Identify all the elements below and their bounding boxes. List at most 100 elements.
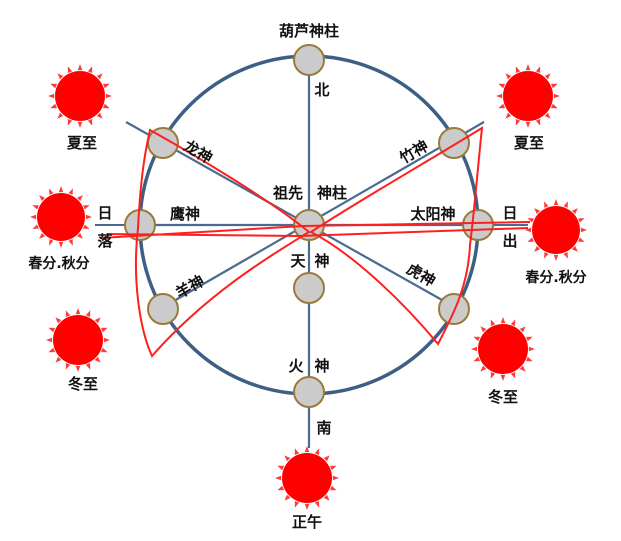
sun-ray bbox=[277, 485, 284, 491]
label-sun-god: 太阳神 bbox=[410, 205, 455, 223]
sun-ray bbox=[473, 336, 480, 342]
sun-ray bbox=[572, 208, 578, 214]
sun-ray bbox=[46, 337, 53, 343]
sun-icon-noon bbox=[275, 446, 339, 510]
sun-ray bbox=[103, 83, 110, 89]
sun-ray bbox=[553, 93, 560, 99]
sun-ray bbox=[332, 475, 339, 481]
sun-ray bbox=[65, 310, 71, 317]
sun-disc bbox=[282, 453, 332, 503]
caption-winter-left: 冬至 bbox=[68, 375, 98, 393]
sun-ray bbox=[294, 448, 300, 455]
sun-icon-equinox-left bbox=[30, 186, 92, 248]
sun-ray bbox=[471, 346, 478, 352]
sun-ray bbox=[473, 356, 480, 362]
sun-ray bbox=[101, 327, 108, 333]
sun-icon-equinox-right bbox=[525, 199, 587, 261]
sun-ray bbox=[77, 195, 83, 201]
sun-ray bbox=[526, 336, 533, 342]
sun-ray bbox=[544, 201, 549, 208]
node-sky bbox=[293, 272, 325, 304]
sun-ray bbox=[535, 119, 541, 126]
sun-ray bbox=[528, 346, 535, 352]
annotation-right-loop bbox=[309, 126, 484, 346]
sun-disc bbox=[503, 71, 553, 121]
sun-ray bbox=[96, 112, 103, 119]
sun-icon-winter-right bbox=[471, 317, 535, 381]
sun-ray bbox=[580, 227, 587, 233]
sun-connector-lines bbox=[95, 224, 528, 448]
sun-ray bbox=[103, 337, 110, 343]
sun-ray bbox=[314, 501, 320, 508]
sun-ray bbox=[563, 252, 568, 259]
sun-ray bbox=[284, 455, 291, 462]
label-fire-1: 火 bbox=[288, 357, 304, 375]
sun-ray bbox=[294, 501, 300, 508]
sun-ray bbox=[480, 326, 487, 333]
sun-ray bbox=[551, 83, 558, 89]
caption-summer-left: 夏至 bbox=[66, 134, 97, 152]
label-goat: 羊神 bbox=[173, 272, 208, 303]
sun-ray bbox=[68, 239, 73, 246]
sun-ray bbox=[519, 365, 526, 372]
sun-ray bbox=[490, 319, 496, 326]
sun-ray bbox=[68, 188, 73, 195]
sun-ray bbox=[544, 252, 549, 259]
spoke-diagonal-nw-se bbox=[125, 121, 459, 310]
caption-equinox-left: 春分.秋分 bbox=[27, 255, 89, 272]
sun-ray bbox=[519, 326, 526, 333]
sun-ray bbox=[551, 103, 558, 109]
sun-ray bbox=[77, 121, 83, 128]
sun-ray bbox=[515, 66, 521, 73]
sun-ray bbox=[48, 347, 55, 353]
sun-ray bbox=[57, 112, 64, 119]
sun-ray bbox=[304, 446, 310, 453]
label-eagle: 鹰神 bbox=[170, 205, 200, 223]
sun-ray bbox=[505, 112, 512, 119]
suns-layer bbox=[30, 64, 587, 510]
sun-ray bbox=[323, 494, 330, 501]
sun-ray bbox=[85, 214, 92, 220]
sun-ray bbox=[284, 494, 291, 501]
label-hulu-pillar: 葫芦神柱 bbox=[279, 22, 339, 40]
red-annotation-scribble bbox=[99, 126, 531, 358]
sun-ray bbox=[48, 93, 55, 99]
label-ancestor: 祖先 bbox=[272, 184, 303, 202]
sun-ray bbox=[96, 73, 103, 80]
sun-icon-summer-left bbox=[48, 64, 112, 128]
sun-ray bbox=[75, 365, 81, 372]
caption-noon: 正午 bbox=[292, 513, 322, 531]
sun-ray bbox=[510, 319, 516, 326]
sun-ray bbox=[578, 218, 585, 223]
sun-ray bbox=[534, 246, 540, 252]
sun-ray bbox=[39, 233, 45, 239]
sun-ray bbox=[314, 448, 320, 455]
sun-ray bbox=[490, 372, 496, 379]
sun-ray bbox=[527, 237, 534, 242]
sun-ray bbox=[277, 465, 284, 471]
node-fire bbox=[293, 376, 325, 408]
node-goat bbox=[147, 293, 179, 325]
sun-ray bbox=[525, 227, 532, 233]
label-sky-1: 天 bbox=[290, 252, 306, 270]
sun-ray bbox=[55, 317, 62, 324]
sun-ray bbox=[94, 317, 101, 324]
node-sun-god bbox=[462, 209, 494, 241]
sun-ray bbox=[30, 214, 37, 220]
sun-ray bbox=[32, 224, 39, 229]
sun-ray bbox=[553, 254, 559, 261]
sun-ray bbox=[534, 208, 540, 214]
sun-ray bbox=[101, 347, 108, 353]
label-north: 北 bbox=[314, 81, 329, 99]
label-sunset-1: 日 bbox=[97, 204, 112, 222]
label-god-pillar: 神柱 bbox=[317, 184, 347, 202]
sun-disc bbox=[37, 193, 85, 241]
sun-icon-summer-right bbox=[496, 64, 560, 128]
sun-ray bbox=[87, 66, 93, 73]
sun-ray bbox=[505, 73, 512, 80]
sun-ray bbox=[525, 64, 531, 71]
annotation-center-bar-2 bbox=[107, 227, 529, 238]
sun-ray bbox=[480, 365, 487, 372]
